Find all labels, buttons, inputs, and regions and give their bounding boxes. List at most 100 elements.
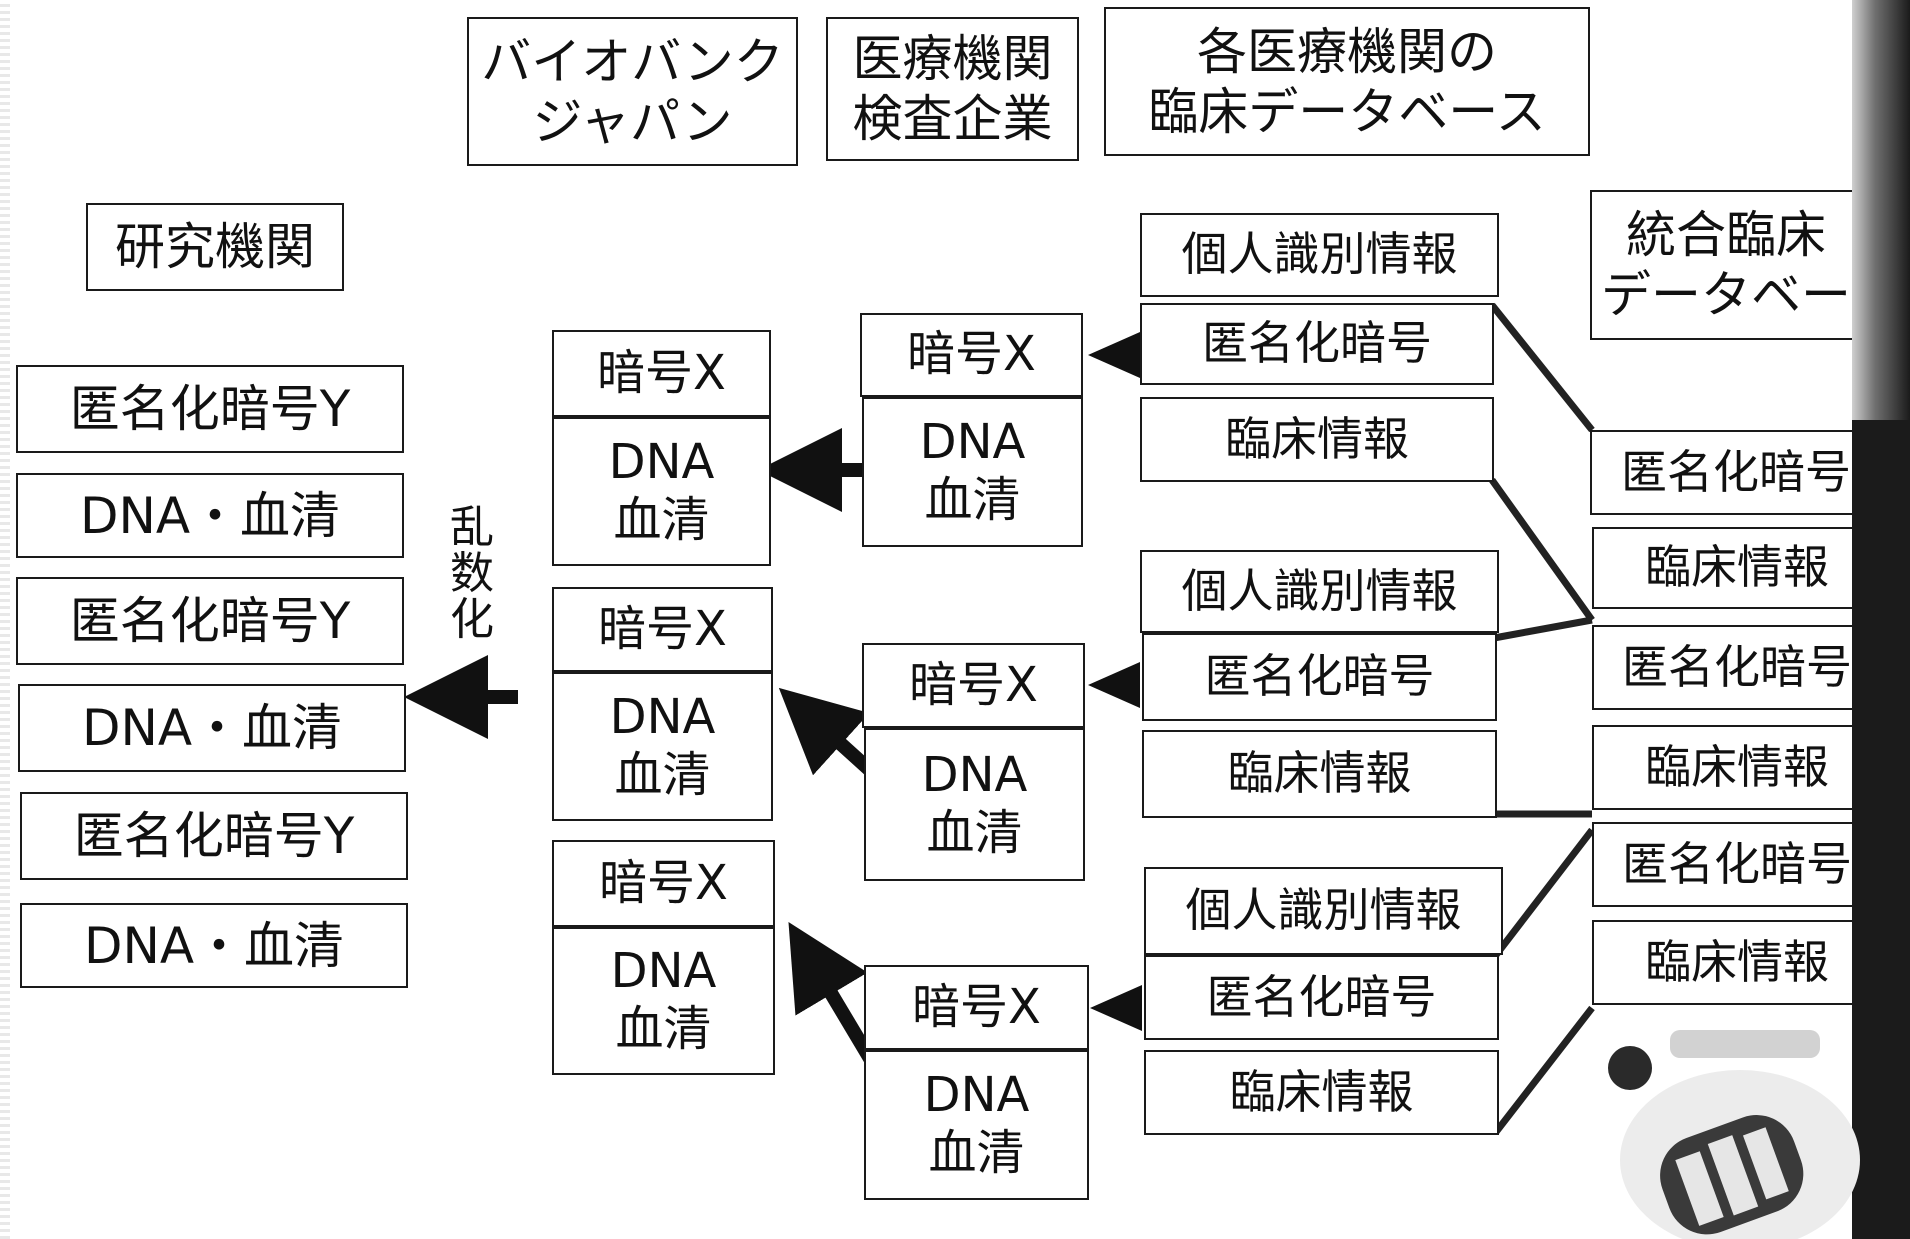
arrow-anon-to-code-3 [1090, 985, 1142, 1031]
clinical-field-label: 臨床情報 [1227, 746, 1412, 801]
medical-specimen-line1: DNA [919, 414, 1026, 471]
research-item-label: DNA・血清 [83, 916, 345, 975]
clinical-field-label: 個人識別情報 [1181, 227, 1458, 282]
clinical-anon-code-3: 匿名化暗号 [1144, 955, 1499, 1040]
randomize-label: 乱数化 [450, 502, 494, 646]
integrated-clinical-info-2: 臨床情報 [1592, 725, 1882, 810]
link-anon-1-to-integrated [1489, 302, 1595, 433]
clinical-field-label: 臨床情報 [1229, 1064, 1414, 1119]
link-clinical-3-to-integrated [1493, 1005, 1595, 1135]
medical-specimen-line2: 血清 [924, 472, 1021, 528]
biobank-code-label: 暗号X [597, 344, 726, 401]
scan-noise-left [0, 0, 10, 1239]
integrated-anon-code-3: 匿名化暗号 [1592, 822, 1882, 907]
biobank-specimen-line2: 血清 [614, 746, 711, 803]
header-integrated-line2: データベー [1601, 266, 1851, 324]
header-biobank-line2: ジャパン [532, 92, 733, 151]
research-item-label: 匿名化暗号Y [69, 380, 351, 438]
arrow-anon-to-code-2 [1088, 662, 1140, 708]
research-item-anon-3: 匿名化暗号Y [20, 792, 408, 880]
clinical-field-label: 匿名化暗号 [1206, 969, 1437, 1024]
research-item-anon-2: 匿名化暗号Y [16, 577, 404, 665]
biobank-specimen-1: DNA 血清 [552, 417, 771, 566]
header-medical-line1: 医療機関 [852, 30, 1053, 88]
integrated-field-label: 匿名化暗号 [1621, 444, 1851, 499]
clinical-anon-code-2: 匿名化暗号 [1142, 633, 1497, 721]
clinical-info-2: 臨床情報 [1142, 730, 1497, 818]
research-item-anon-1: 匿名化暗号Y [16, 365, 404, 453]
integrated-field-label: 匿名化暗号 [1622, 639, 1852, 694]
medical-code-x-1: 暗号X [860, 313, 1083, 397]
integrated-field-label: 臨床情報 [1645, 934, 1829, 989]
research-item-label: 匿名化暗号Y [73, 807, 355, 865]
header-biobank-japan: バイオバンク ジャパン [467, 17, 798, 166]
research-item-label: DNA・血清 [81, 699, 343, 757]
research-item-label: DNA・血清 [79, 486, 341, 545]
biobank-code-x-2: 暗号X [552, 587, 773, 672]
clinical-info-1: 臨床情報 [1140, 397, 1494, 482]
link-clinical-1-to-integrated [1489, 477, 1595, 623]
header-integrated-clinical-db: 統合臨床 データベー [1590, 190, 1860, 340]
link-anon-3-to-integrated [1493, 827, 1595, 958]
clinical-personal-id-2: 個人識別情報 [1140, 550, 1499, 633]
medical-code-x-2: 暗号X [862, 643, 1085, 728]
biobank-code-label: 暗号X [599, 854, 728, 911]
seal-stamp-icon [1608, 1030, 1860, 1239]
clinical-field-label: 臨床情報 [1225, 411, 1409, 466]
integrated-field-label: 匿名化暗号 [1622, 836, 1852, 891]
header-medical-institutions: 医療機関 検査企業 [826, 17, 1079, 161]
medical-code-label: 暗号X [907, 326, 1036, 383]
clinical-anon-code-1: 匿名化暗号 [1140, 303, 1494, 385]
integrated-field-label: 臨床情報 [1645, 540, 1829, 595]
integrated-field-label: 臨床情報 [1645, 739, 1829, 794]
biobank-specimen-line2: 血清 [615, 1001, 712, 1057]
arrow-anon-to-code-1 [1088, 332, 1140, 378]
biobank-specimen-line1: DNA [608, 433, 715, 490]
arrow-medical-to-biobank-2 [778, 687, 877, 778]
integrated-anon-code-2: 匿名化暗号 [1592, 625, 1882, 710]
medical-specimen-line1: DNA [923, 1067, 1030, 1124]
clinical-field-label: 匿名化暗号 [1202, 316, 1432, 371]
biobank-specimen-line2: 血清 [613, 491, 710, 548]
biobank-specimen-2: DNA 血清 [552, 672, 773, 821]
clinical-personal-id-1: 個人識別情報 [1140, 213, 1499, 297]
biobank-specimen-line1: DNA [609, 688, 716, 745]
header-biobank-line1: バイオバンク [481, 32, 784, 91]
biobank-code-x-1: 暗号X [552, 330, 771, 417]
header-clinical-line2: 臨床データベース [1148, 82, 1546, 141]
link-anon-2-to-integrated [1493, 616, 1593, 642]
biobank-code-x-3: 暗号X [552, 840, 775, 927]
biobank-specimen-3: DNA 血清 [552, 927, 775, 1075]
clinical-field-label: 個人識別情報 [1185, 883, 1462, 938]
research-item-specimen-3: DNA・血清 [20, 903, 408, 988]
research-item-specimen-1: DNA・血清 [16, 473, 404, 558]
medical-specimen-line2: 血清 [928, 1125, 1025, 1181]
integrated-clinical-info-3: 臨床情報 [1592, 920, 1882, 1005]
clinical-field-label: 個人識別情報 [1181, 563, 1458, 618]
header-clinical-line1: 各医療機関の [1197, 22, 1497, 81]
medical-code-label: 暗号X [909, 656, 1038, 713]
research-item-specimen-2: DNA・血清 [18, 684, 406, 772]
header-medical-line2: 検査企業 [852, 90, 1053, 148]
scan-edge-right-fade [1852, 0, 1910, 420]
header-research-institutions: 研究機関 [86, 203, 344, 291]
header-research-label: 研究機関 [115, 218, 315, 276]
medical-specimen-2: DNA 血清 [864, 728, 1085, 881]
integrated-anon-code-1: 匿名化暗号 [1590, 430, 1882, 515]
medical-code-label: 暗号X [912, 978, 1041, 1035]
biobank-specimen-line1: DNA [610, 943, 717, 1000]
integrated-clinical-info-1: 臨床情報 [1592, 527, 1882, 609]
research-item-label: 匿名化暗号Y [69, 592, 351, 650]
medical-specimen-1: DNA 血清 [862, 397, 1083, 547]
medical-specimen-line1: DNA [921, 746, 1028, 803]
clinical-info-3: 臨床情報 [1144, 1050, 1499, 1135]
clinical-field-label: 匿名化暗号 [1204, 649, 1435, 704]
medical-code-x-3: 暗号X [864, 965, 1089, 1050]
clinical-personal-id-3: 個人識別情報 [1144, 867, 1503, 955]
medical-specimen-line2: 血清 [926, 804, 1023, 861]
header-integrated-line1: 統合臨床 [1626, 206, 1826, 264]
header-clinical-databases: 各医療機関の 臨床データベース [1104, 7, 1590, 156]
biobank-code-label: 暗号X [598, 600, 727, 657]
medical-specimen-3: DNA 血清 [864, 1050, 1089, 1200]
